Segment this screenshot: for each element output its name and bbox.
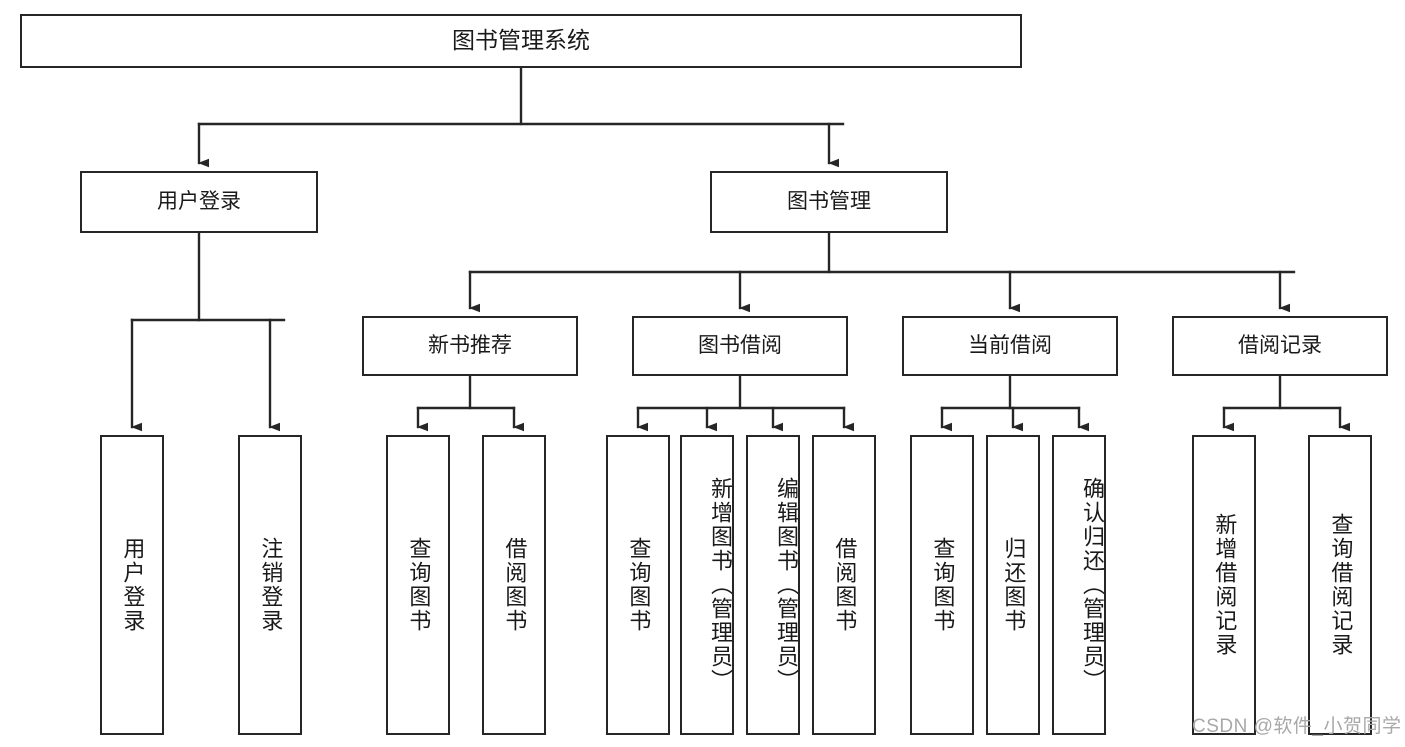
node-new-book-rec[interactable]: 新书推荐: [362, 316, 578, 376]
node-leaf-cur-return-book-label: 归还图书: [1001, 537, 1027, 633]
node-leaf-cur-query-book-label: 查询图书: [930, 537, 956, 633]
node-leaf-borrow-query-book-label: 查询图书: [626, 537, 652, 633]
node-leaf-borrow-edit-book-label: 编辑图书（管理员）: [774, 477, 799, 693]
node-leaf-borrow-edit-book[interactable]: 编辑图书（管理员）: [746, 435, 800, 735]
node-leaf-rec-query-book-label: 查询图书: [406, 537, 432, 633]
node-current-borrow[interactable]: 当前借阅: [902, 316, 1118, 376]
node-leaf-borrow-add-book[interactable]: 新增图书（管理员）: [680, 435, 734, 735]
node-book-borrow[interactable]: 图书借阅: [632, 316, 848, 376]
node-borrow-record-label: 借阅记录: [1238, 334, 1322, 358]
node-leaf-borrow-query-book[interactable]: 查询图书: [606, 435, 670, 735]
node-leaf-borrow-borrow-book-label: 借阅图书: [832, 537, 858, 633]
csdn-watermark: CSDN @软件_小贺同学: [1192, 716, 1402, 737]
node-leaf-cur-return-book[interactable]: 归还图书: [986, 435, 1040, 735]
node-borrow-record[interactable]: 借阅记录: [1172, 316, 1388, 376]
node-current-borrow-label: 当前借阅: [968, 334, 1052, 358]
node-book-manage[interactable]: 图书管理: [710, 171, 948, 233]
node-new-book-rec-label: 新书推荐: [428, 334, 512, 358]
node-leaf-rec-borrow-book[interactable]: 借阅图书: [482, 435, 546, 735]
node-book-borrow-label: 图书借阅: [698, 334, 782, 358]
node-leaf-user-logout[interactable]: 注销登录: [238, 435, 302, 735]
node-leaf-cur-confirm-return[interactable]: 确认归还（管理员）: [1052, 435, 1106, 735]
node-leaf-user-login[interactable]: 用户登录: [100, 435, 164, 735]
node-leaf-rec-borrow-book-label: 借阅图书: [502, 537, 528, 633]
node-leaf-rec-query-book[interactable]: 查询图书: [386, 435, 450, 735]
node-user-login[interactable]: 用户登录: [80, 171, 318, 233]
node-leaf-borrow-borrow-book[interactable]: 借阅图书: [812, 435, 876, 735]
node-book-manage-label: 图书管理: [787, 190, 871, 214]
node-leaf-rec-add-record[interactable]: 新增借阅记录: [1192, 435, 1256, 735]
node-leaf-rec-query-record[interactable]: 查询借阅记录: [1308, 435, 1372, 735]
node-leaf-user-login-label: 用户登录: [120, 537, 146, 633]
node-root[interactable]: 图书管理系统: [20, 14, 1022, 68]
node-root-label: 图书管理系统: [452, 27, 590, 54]
node-leaf-rec-query-record-label: 查询借阅记录: [1328, 513, 1354, 657]
node-leaf-rec-add-record-label: 新增借阅记录: [1212, 513, 1238, 657]
node-leaf-user-logout-label: 注销登录: [258, 537, 284, 633]
node-user-login-label: 用户登录: [157, 190, 241, 214]
node-leaf-cur-confirm-return-label: 确认归还（管理员）: [1080, 477, 1105, 693]
node-leaf-borrow-add-book-label: 新增图书（管理员）: [708, 477, 733, 693]
node-leaf-cur-query-book[interactable]: 查询图书: [910, 435, 974, 735]
